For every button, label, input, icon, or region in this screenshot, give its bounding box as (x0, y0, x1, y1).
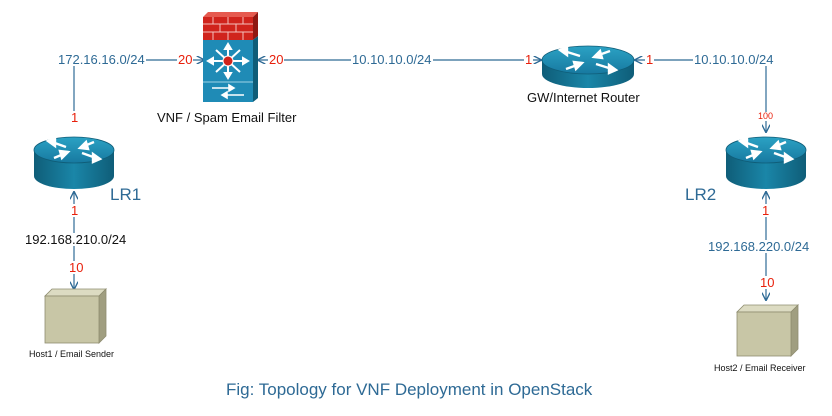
interface-lr1-top: 1 (70, 110, 80, 125)
gw-router-icon (541, 45, 635, 88)
interface-vnf-right: 20 (268, 52, 285, 67)
host2-server-icon (736, 304, 799, 357)
network-label-right-top: 10.10.10.0/24 (693, 52, 775, 67)
gw-router-name: GW/Internet Router (527, 90, 640, 105)
lr2-name: LR2 (685, 185, 717, 204)
interface-lr1-bottom: 1 (70, 203, 80, 218)
vnf-name: VNF / Spam Email Filter (157, 110, 297, 125)
lr2-router-icon (725, 136, 807, 189)
network-label-center: 10.10.10.0/24 (351, 52, 433, 67)
interface-host2: 10 (759, 275, 776, 290)
connections (74, 60, 766, 300)
lr1-router-icon (33, 136, 115, 189)
interface-lr2-top: 100 (757, 111, 775, 121)
interface-vnf-left: 20 (177, 52, 194, 67)
vnf-firewall-switch-icon (203, 12, 258, 102)
figure-caption: Fig: Topology for VNF Deployment in Open… (226, 380, 593, 399)
host2-name: Host2 / Email Receiver (714, 363, 806, 373)
interface-gw-right: 1 (645, 52, 655, 67)
network-label-left-bottom: 192.168.210.0/24 (24, 232, 128, 247)
lr1-name: LR1 (110, 185, 142, 204)
host1-name: Host1 / Email Sender (29, 349, 115, 359)
host1-server-icon (44, 288, 107, 344)
network-label-right-bottom: 192.168.220.0/24 (707, 239, 811, 254)
network-label-left-top: 172.16.16.0/24 (57, 52, 146, 67)
interface-lr2-bottom: 1 (761, 203, 771, 218)
interface-host1: 10 (68, 260, 85, 275)
interface-gw-left: 1 (524, 52, 534, 67)
